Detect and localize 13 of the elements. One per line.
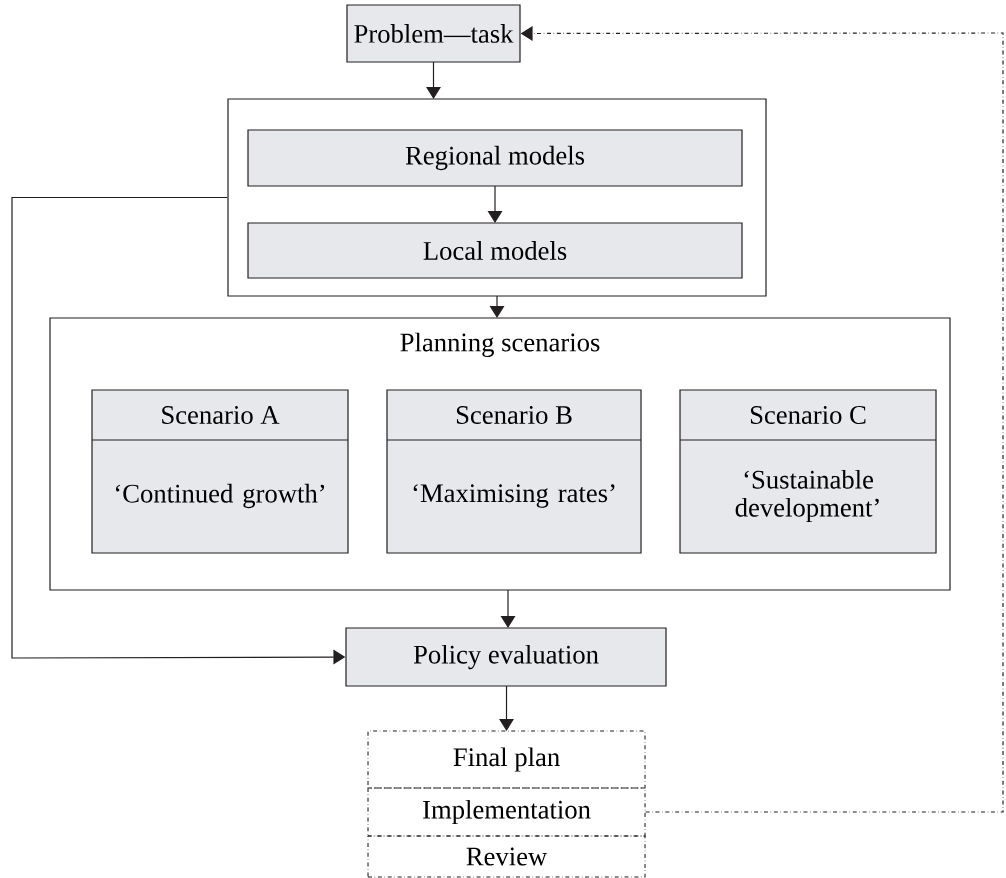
- stage-box: Implementation: [367, 787, 646, 837]
- scenario-box: Scenario A ‘Continued growth’: [91, 389, 349, 554]
- stage-box: Final plan: [367, 730, 646, 789]
- process-box: Local models: [247, 222, 743, 279]
- process-box: Regional models: [247, 129, 743, 187]
- process-box: Problem—task: [346, 4, 521, 63]
- arrow: [499, 685, 514, 731]
- arrow: [426, 61, 441, 99]
- scenario-box: Scenario C ‘Sustainable development’: [679, 389, 937, 554]
- group-box: [227, 98, 767, 297]
- scenario-box: Scenario B ‘Maximising rates’: [386, 389, 642, 554]
- process-box: Policy evaluation: [345, 627, 667, 687]
- stage-box: Review: [367, 835, 646, 878]
